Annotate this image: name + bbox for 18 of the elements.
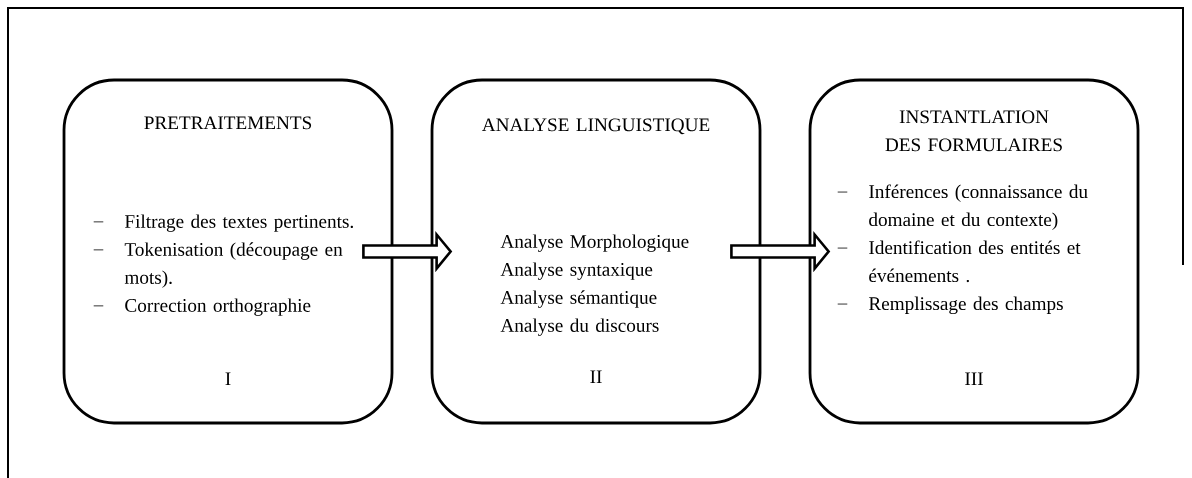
list-item: Analyse du discours (500, 318, 659, 336)
list-item: Filtrage des textes pertinents. (93, 214, 353, 232)
list-item: Tokenisation (découpage en mots). (93, 242, 343, 288)
list-item: Correction orthographie (93, 298, 311, 316)
list-item: Remplissage des champs (837, 296, 1063, 315)
block-arrow (362, 230, 453, 273)
box-heading: ANALYSE LINGUISTIQUE (481, 118, 710, 135)
list-item: Analyse Morphologique (500, 234, 689, 252)
stage-number: I (225, 372, 231, 385)
stage-number: II (590, 370, 602, 383)
list-item: Identification des entités et événements . (837, 240, 1081, 283)
list-item: Analyse sémantique (500, 290, 657, 308)
block-arrow (730, 230, 831, 273)
box-heading: PRETRAITEMENTS (144, 116, 312, 130)
stage-number: III (965, 372, 983, 385)
list-item: Analyse syntaxique (500, 262, 653, 280)
list-item: Inférences (connaissance du domaine et du contexte) (837, 184, 1088, 230)
box-heading: INSTANTLATION DES FORMULAIRES (885, 110, 1062, 152)
